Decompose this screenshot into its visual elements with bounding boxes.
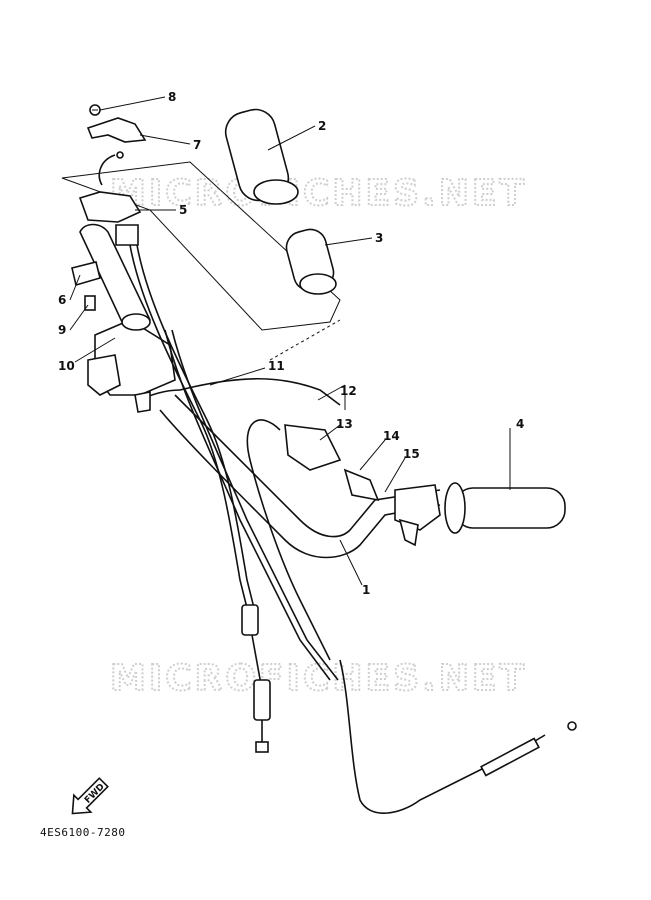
- callout-12: 12: [340, 384, 357, 398]
- callout-leaders: [69, 96, 511, 586]
- callout-11: 11: [268, 359, 285, 373]
- callout-8: 8: [168, 90, 176, 104]
- watermark-top: MICROFICHES.NET: [110, 173, 527, 214]
- callout-3: 3: [375, 231, 383, 245]
- cable-connector: [115, 224, 139, 246]
- right-grip-4: [444, 482, 566, 534]
- throttle-cable-return: [164, 329, 339, 681]
- case-5: [78, 191, 142, 223]
- drawing-code: 4ES6100-7280: [40, 826, 125, 839]
- dashed-link-1: [269, 319, 341, 361]
- callout-7: 7: [193, 138, 201, 152]
- cable-bend-top: [98, 154, 116, 186]
- grip-2: [224, 108, 299, 205]
- callout-6: 6: [58, 293, 66, 307]
- screw-9: [84, 295, 96, 311]
- throttle-cable: [129, 244, 271, 753]
- left-grip-tube: [79, 223, 151, 331]
- callout-10: 10: [58, 359, 75, 373]
- handlebar: [139, 378, 441, 559]
- cover-7: [86, 117, 147, 143]
- watermark-bottom: MICROFICHES.NET: [110, 658, 527, 699]
- callout-5: 5: [179, 203, 187, 217]
- screw-8: [89, 104, 101, 116]
- callout-2: 2: [318, 119, 326, 133]
- callout-15: 15: [403, 447, 420, 461]
- callout-4: 4: [516, 417, 524, 431]
- clutch-cable: [246, 419, 577, 814]
- callout-14: 14: [383, 429, 400, 443]
- callout-9: 9: [58, 323, 66, 337]
- clamp-6: [71, 261, 101, 287]
- fwd-label: FWD: [83, 782, 107, 806]
- throttle-housing: [87, 319, 176, 413]
- callout-1: 1: [362, 583, 370, 597]
- clutch-lever-holder: [394, 484, 441, 547]
- grip-3: [285, 228, 337, 295]
- callout-13: 13: [336, 417, 353, 431]
- fwd-arrow: FWD: [71, 777, 109, 815]
